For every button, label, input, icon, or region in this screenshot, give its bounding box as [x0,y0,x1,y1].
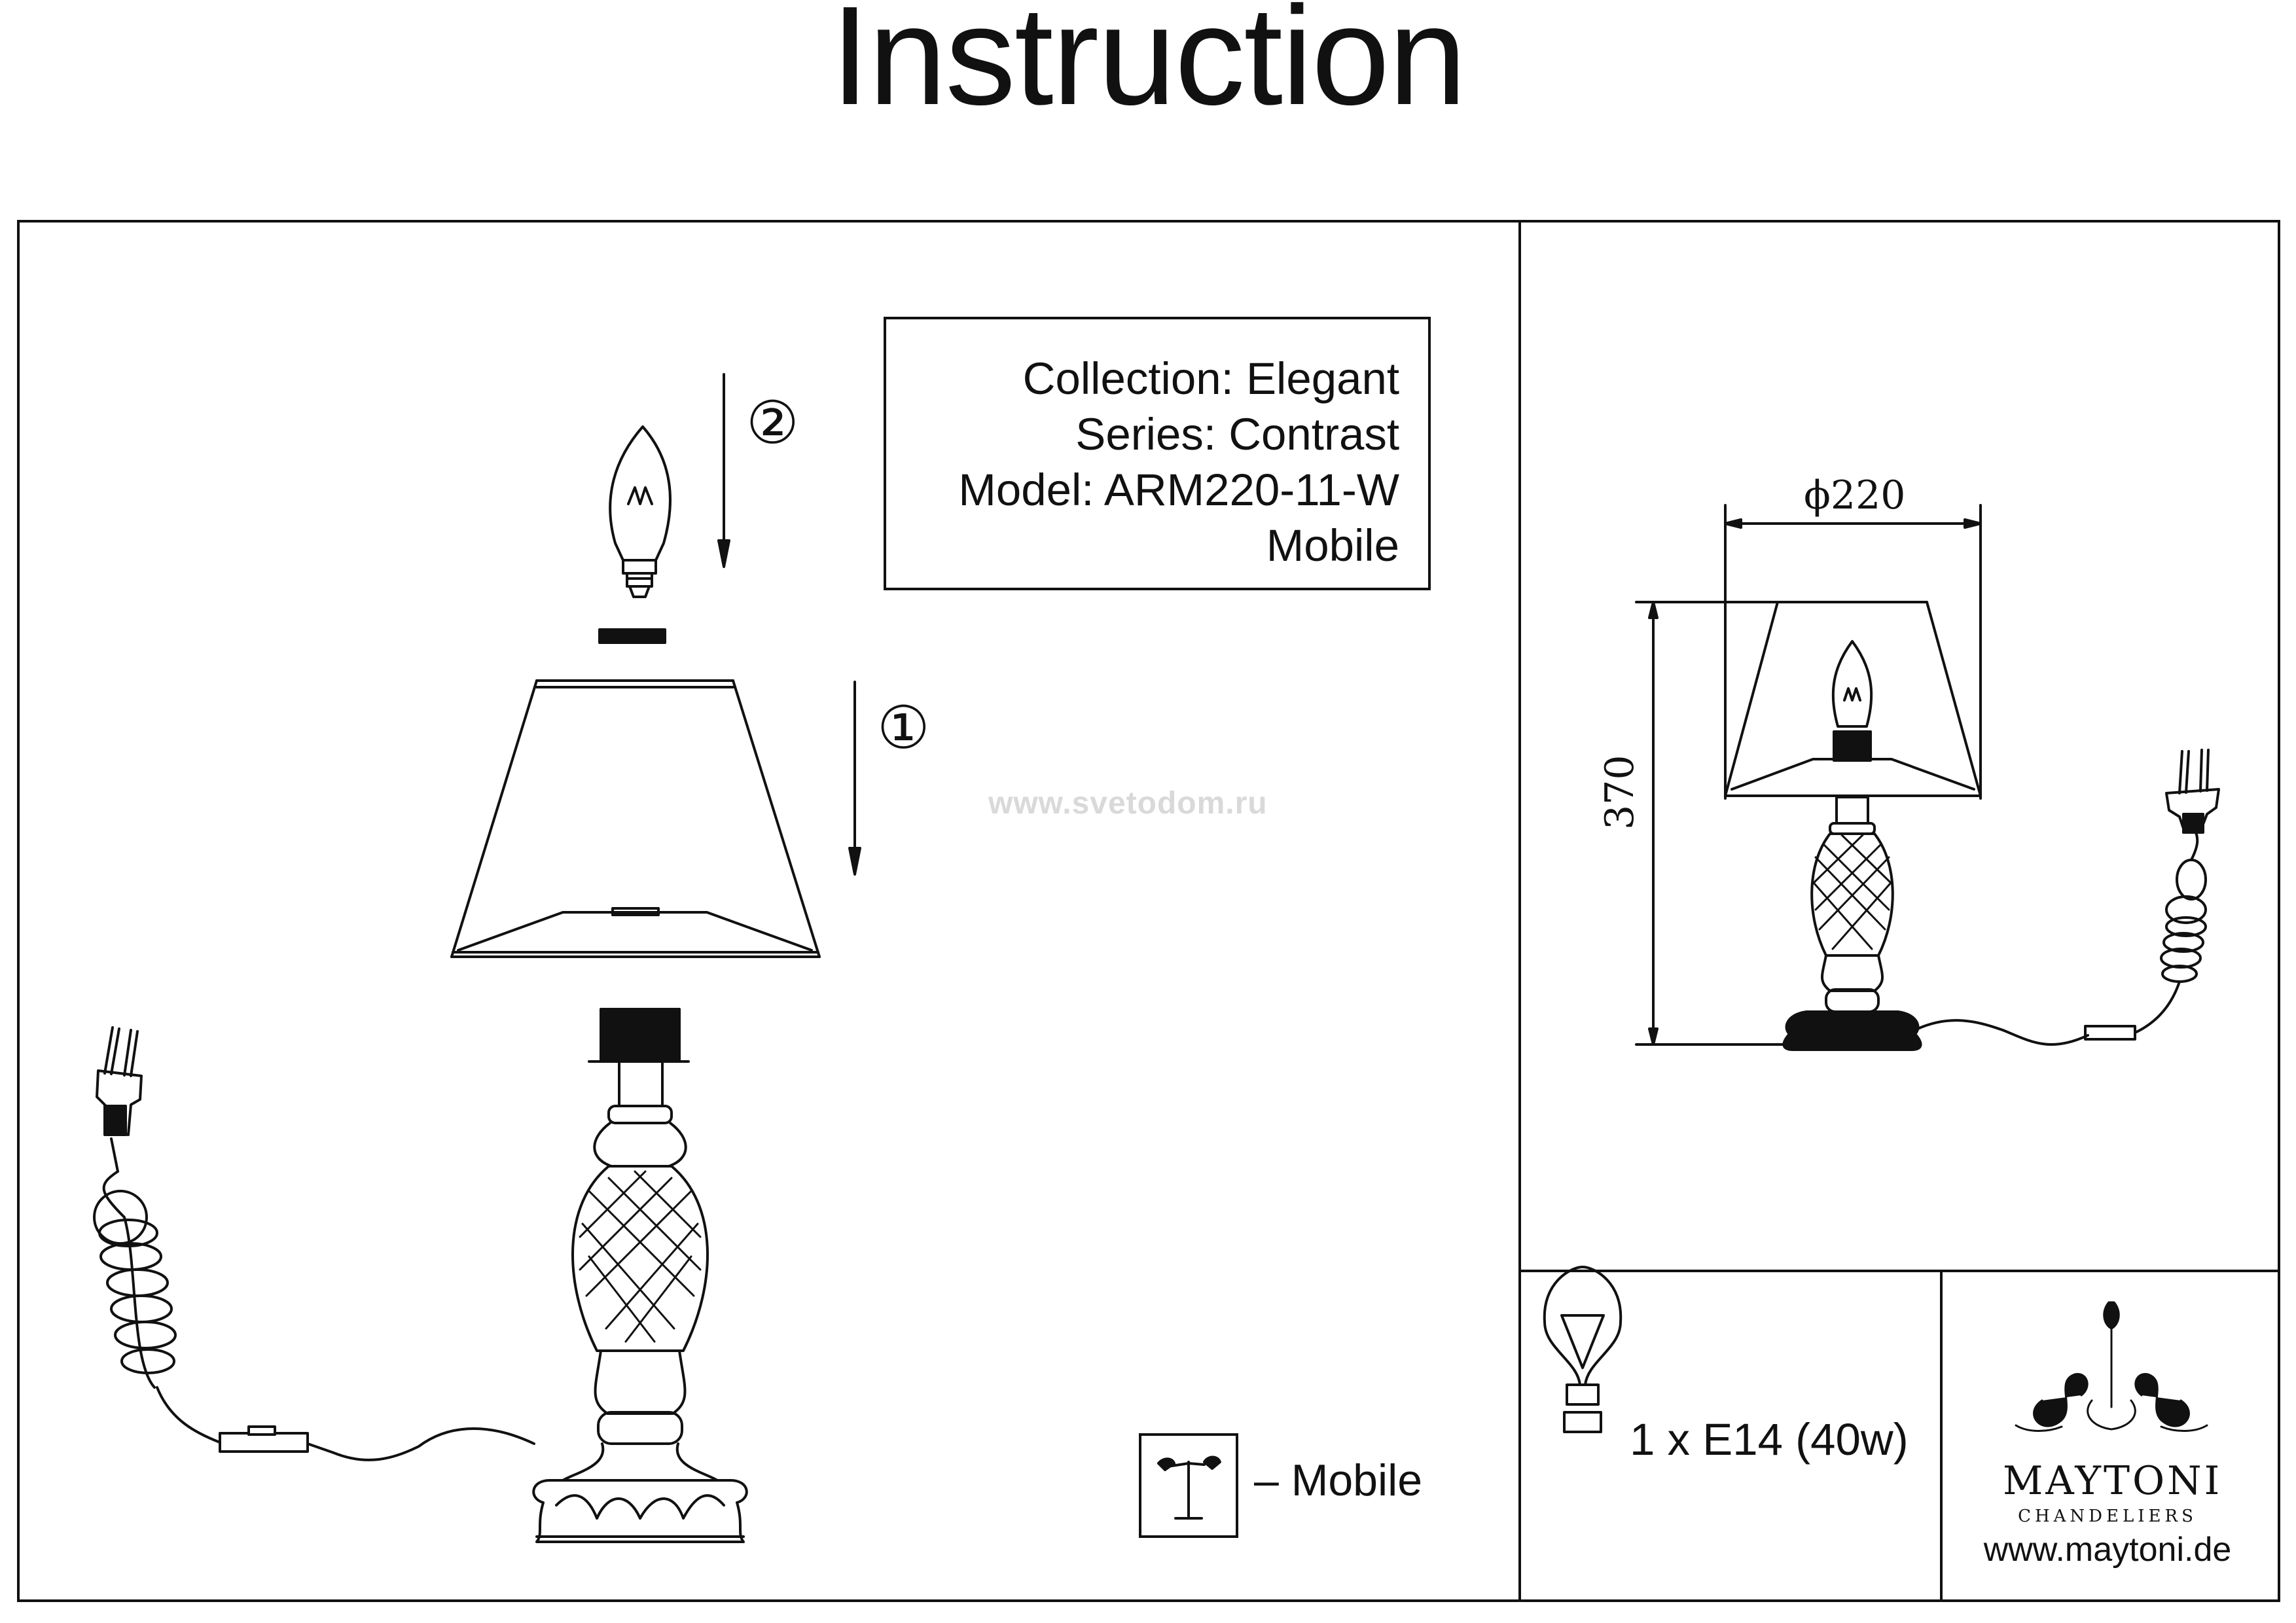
panel-divider-brand [1940,1270,1943,1602]
plug-icon [96,1026,143,1136]
page-title: Instruction [831,0,1467,134]
mobile-legend-box [1139,1433,1238,1538]
panel-divider-horizontal [1518,1270,2280,1272]
brand-subtitle: CHANDELIERS [2018,1507,2197,1526]
brand-url[interactable]: www.maytoni.de [1983,1531,2232,1569]
collection-label: Collection: Elegant [1022,353,1399,404]
panel-divider-vertical [1518,220,1521,1602]
mobile-legend-label: – Mobile [1254,1455,1423,1505]
bulb-icon [1543,1266,1623,1433]
bulb-drawing [609,425,672,598]
shade-ring [598,628,666,644]
cord-drawing [93,1137,535,1461]
type-label: Mobile [1266,520,1399,571]
height-dimension: 370 [1597,755,1643,830]
series-label: Series: Contrast [1075,409,1399,459]
diameter-dimension: ϕ220 [1804,473,1906,518]
mobile-icon [1157,1455,1221,1520]
shade-drawing [450,679,821,958]
watermark: www.svetodom.ru [988,786,1268,821]
bulb-spec: 1 x E14 (40w) [1630,1414,1909,1465]
dimension-drawing [1635,504,2220,1051]
lamp-base-drawing [532,1008,748,1543]
model-label: Model: ARM220-11-W [958,465,1399,515]
product-info-box: Collection: Elegant Series: Contrast Mod… [884,317,1431,590]
step-2-marker: ② [746,389,799,457]
maytoni-logo-icon [2015,1301,2208,1432]
step-1-marker: ① [877,694,930,762]
brand-name: MAYTONI [2003,1458,2223,1504]
step-arrow-icon [717,373,861,876]
instruction-frame [17,220,2280,1602]
